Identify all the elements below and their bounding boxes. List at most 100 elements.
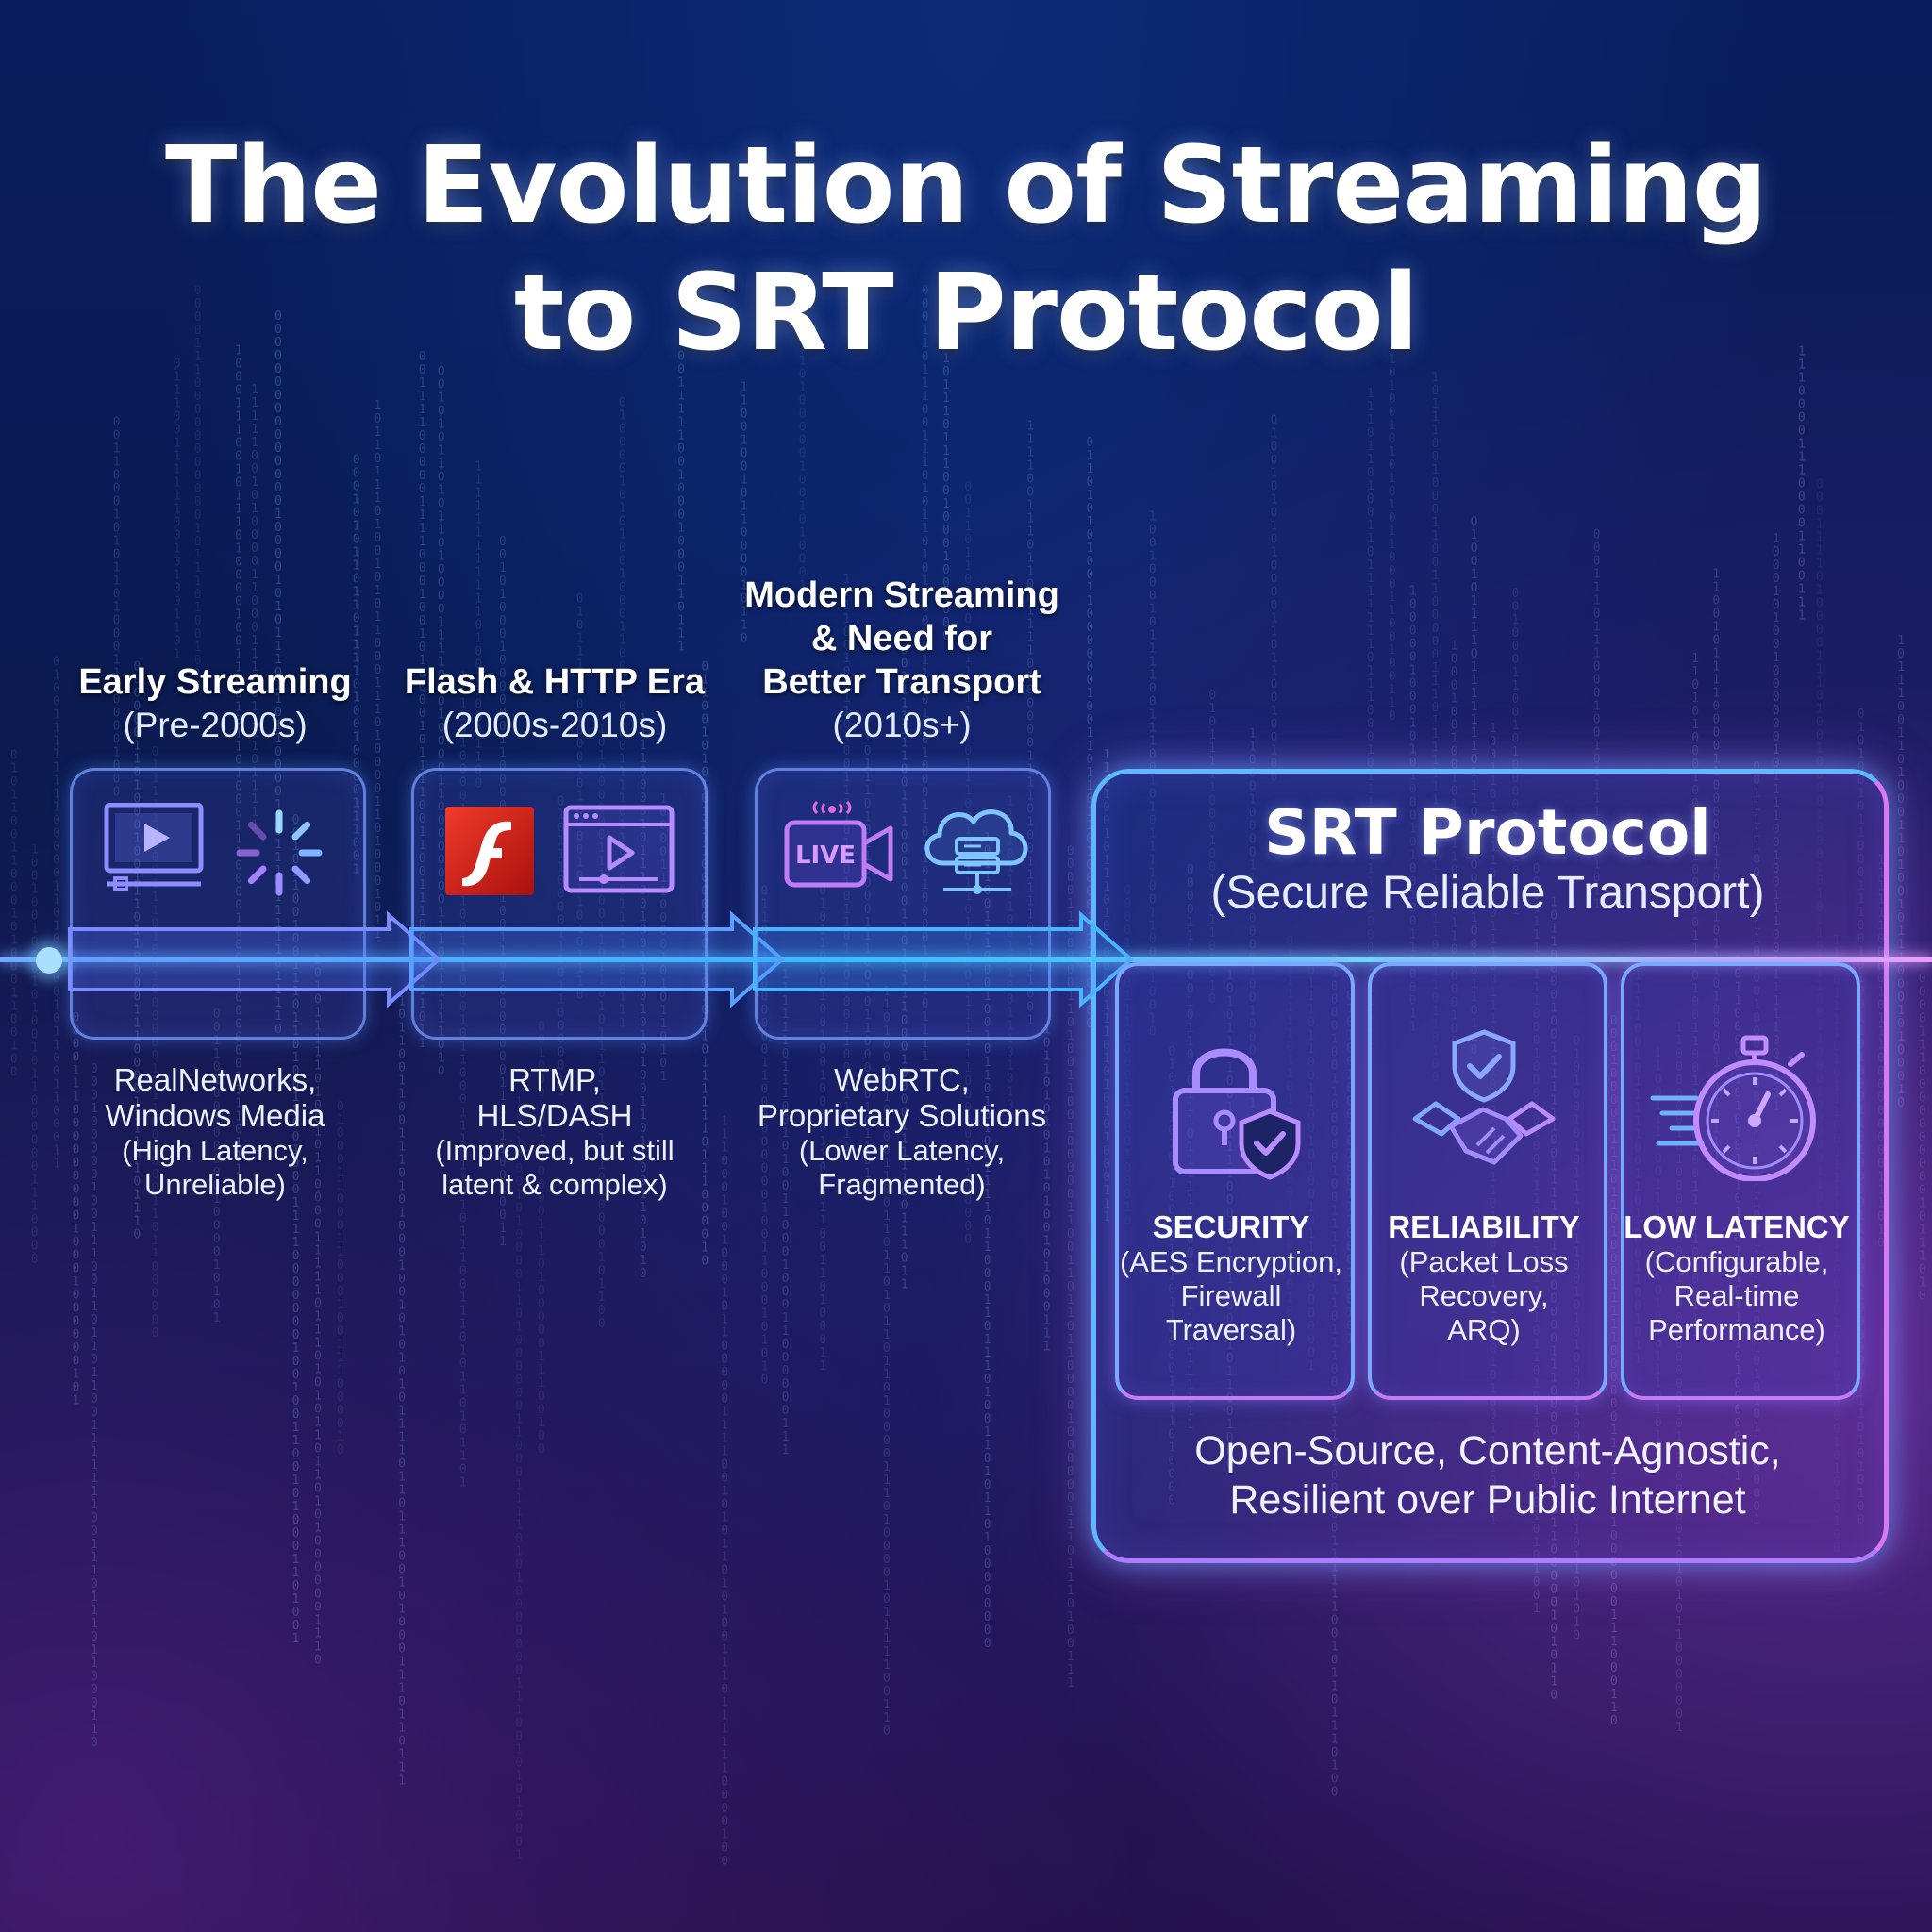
svg-text:1: 1 bbox=[251, 726, 258, 741]
svg-text:0: 0 bbox=[275, 428, 282, 442]
svg-text:0: 0 bbox=[31, 1055, 39, 1069]
svg-text:0: 0 bbox=[292, 1275, 300, 1290]
svg-text:0: 0 bbox=[133, 977, 141, 991]
svg-text:0: 0 bbox=[194, 284, 202, 298]
svg-text:0: 0 bbox=[91, 1194, 98, 1208]
svg-text:0: 0 bbox=[113, 759, 121, 774]
svg-text:0: 0 bbox=[73, 1209, 80, 1224]
svg-text:0: 0 bbox=[91, 1670, 98, 1684]
svg-text:0: 0 bbox=[235, 1004, 242, 1018]
svg-text:1: 1 bbox=[10, 934, 18, 948]
svg-text:0: 0 bbox=[251, 462, 258, 476]
svg-text:0: 0 bbox=[235, 687, 242, 701]
svg-text:1: 1 bbox=[53, 1091, 60, 1106]
svg-text:1: 1 bbox=[235, 1149, 242, 1163]
svg-text:1: 1 bbox=[152, 1075, 159, 1090]
svg-text:1: 1 bbox=[53, 1158, 60, 1172]
svg-text:0: 0 bbox=[133, 726, 141, 741]
srt-title: SRT Protocol bbox=[1091, 797, 1884, 869]
svg-text:1: 1 bbox=[292, 972, 300, 986]
svg-text:0: 0 bbox=[53, 1118, 60, 1132]
svg-text:1: 1 bbox=[251, 806, 258, 820]
svg-text:0: 0 bbox=[73, 1143, 80, 1158]
svg-text:0: 0 bbox=[174, 595, 181, 609]
svg-text:0: 0 bbox=[152, 996, 159, 1010]
svg-text:1: 1 bbox=[91, 1458, 98, 1473]
svg-text:0: 0 bbox=[275, 402, 282, 416]
svg-text:1: 1 bbox=[91, 1102, 98, 1116]
svg-text:1: 1 bbox=[91, 1445, 98, 1459]
era-tech: WebRTC, bbox=[723, 1062, 1081, 1098]
svg-text:0: 0 bbox=[53, 695, 60, 709]
cloud-server-icon bbox=[915, 797, 1038, 906]
svg-text:0: 0 bbox=[31, 1160, 39, 1174]
handshake-shield-icon bbox=[1407, 1028, 1560, 1186]
era-name: Flash & HTTP Era bbox=[375, 660, 734, 704]
svg-text:1: 1 bbox=[251, 423, 258, 437]
svg-text:0: 0 bbox=[133, 713, 141, 727]
svg-text:0: 0 bbox=[213, 1008, 221, 1022]
svg-text:1: 1 bbox=[53, 722, 60, 736]
svg-text:0: 0 bbox=[113, 720, 121, 734]
svg-text:1: 1 bbox=[152, 930, 159, 944]
svg-text:1: 1 bbox=[152, 891, 159, 905]
svg-text:0: 0 bbox=[194, 588, 202, 602]
svg-text:1: 1 bbox=[292, 1223, 300, 1237]
era-note: (High Latency, bbox=[36, 1134, 394, 1168]
svg-text:0: 0 bbox=[31, 989, 39, 1003]
svg-text:0: 0 bbox=[292, 1130, 300, 1144]
svg-text:0: 0 bbox=[91, 1630, 98, 1644]
svg-text:0: 0 bbox=[152, 1300, 159, 1314]
svg-text:1: 1 bbox=[235, 462, 242, 476]
svg-text:0: 0 bbox=[133, 1070, 141, 1084]
svg-text:1: 1 bbox=[235, 700, 242, 714]
svg-text:0: 0 bbox=[235, 1057, 242, 1071]
svg-text:0: 0 bbox=[292, 1064, 300, 1078]
svg-text:0: 0 bbox=[275, 441, 282, 456]
svg-text:0: 0 bbox=[73, 1302, 80, 1316]
svg-text:1: 1 bbox=[113, 456, 121, 470]
svg-text:1: 1 bbox=[91, 1326, 98, 1341]
svg-text:0: 0 bbox=[292, 945, 300, 959]
live-label: LIVE bbox=[795, 841, 856, 870]
svg-text:1: 1 bbox=[251, 660, 258, 675]
svg-text:0: 0 bbox=[133, 1228, 141, 1242]
svg-text:0: 0 bbox=[53, 867, 60, 881]
svg-text:0: 0 bbox=[133, 911, 141, 925]
svg-text:0: 0 bbox=[31, 1028, 39, 1042]
svg-text:0: 0 bbox=[174, 410, 181, 425]
svg-text:0: 0 bbox=[91, 1736, 98, 1750]
svg-text:0: 0 bbox=[53, 1012, 60, 1026]
svg-text:0: 0 bbox=[152, 1260, 159, 1274]
svg-text:0: 0 bbox=[213, 1166, 221, 1180]
svg-text:0: 0 bbox=[113, 627, 121, 641]
svg-text:0: 0 bbox=[213, 1140, 221, 1154]
svg-text:0: 0 bbox=[133, 858, 141, 873]
svg-text:1: 1 bbox=[275, 719, 282, 733]
svg-text:1: 1 bbox=[91, 1591, 98, 1605]
svg-text:0: 0 bbox=[91, 1260, 98, 1274]
svg-text:1: 1 bbox=[53, 999, 60, 1013]
svg-text:1: 1 bbox=[275, 838, 282, 852]
svg-text:1: 1 bbox=[133, 832, 141, 846]
svg-text:0: 0 bbox=[53, 814, 60, 828]
feature-description: (Configurable, Real-time Performance) bbox=[1621, 1245, 1853, 1347]
svg-text:1: 1 bbox=[235, 726, 242, 741]
svg-text:0: 0 bbox=[213, 1153, 221, 1167]
svg-text:1: 1 bbox=[213, 1258, 221, 1273]
svg-text:0: 0 bbox=[213, 1272, 221, 1286]
svg-text:1: 1 bbox=[275, 917, 282, 931]
svg-text:1: 1 bbox=[235, 409, 242, 424]
svg-text:0: 0 bbox=[10, 749, 18, 763]
svg-text:1: 1 bbox=[292, 1011, 300, 1025]
svg-text:1: 1 bbox=[251, 475, 258, 490]
svg-text:0: 0 bbox=[73, 1104, 80, 1118]
svg-text:1: 1 bbox=[91, 1564, 98, 1578]
svg-text:1: 1 bbox=[91, 1551, 98, 1565]
svg-text:0: 0 bbox=[275, 785, 282, 799]
svg-text:1: 1 bbox=[235, 1162, 242, 1176]
timeline-start-dot bbox=[36, 947, 62, 974]
browser-video-icon bbox=[562, 804, 675, 901]
svg-text:1: 1 bbox=[292, 1236, 300, 1250]
svg-text:0: 0 bbox=[152, 1313, 159, 1327]
